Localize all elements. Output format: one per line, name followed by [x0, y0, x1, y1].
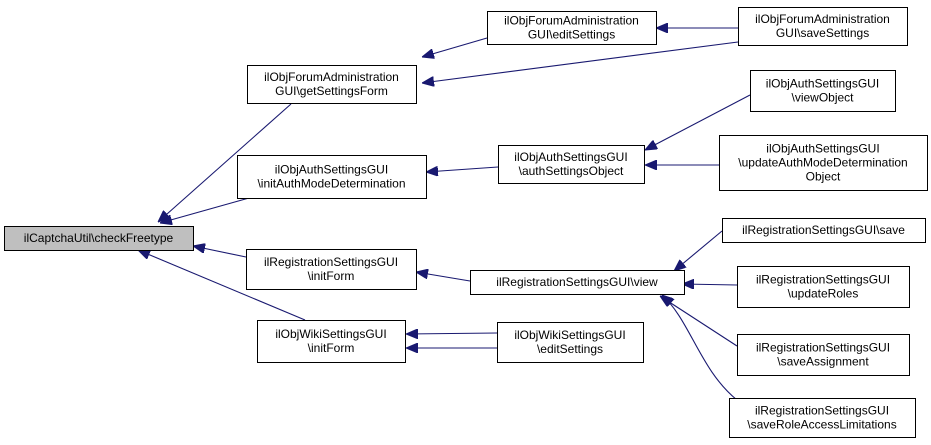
edge-auth_obj-to-auth_init	[426, 167, 499, 172]
edge-forum_edit-to-forum_get	[422, 37, 488, 57]
edge-reg_save-to-reg_view	[674, 230, 723, 271]
node-box	[470, 270, 685, 295]
edge-reg_init-to-root	[193, 246, 247, 258]
edge-auth_view-to-auth_obj	[645, 94, 751, 150]
node-reg-limits[interactable]: ilRegistrationSettingsGUI\saveRoleAccess…	[729, 398, 916, 438]
node-label: \initAuthModeDetermination	[257, 177, 405, 191]
nodes: ilCaptchaUtil\checkFreetype ilObjForumAdm…	[4, 7, 928, 438]
node-label: ilRegistrationSettingsGUI	[756, 341, 890, 355]
node-label: ilObjAuthSettingsGUI	[514, 150, 627, 164]
node-box	[737, 266, 910, 308]
node-label: ilRegistrationSettingsGUI	[756, 273, 890, 287]
edge-reg_view-to-reg_init	[416, 272, 471, 282]
node-label: GUI\getSettingsForm	[275, 84, 388, 98]
edge-reg_limits-to-reg_view	[662, 295, 738, 401]
node-label: \authSettingsObject	[519, 164, 624, 178]
node-label: ilRegistrationSettingsGUI\save	[742, 223, 905, 237]
node-box	[497, 322, 644, 363]
node-box	[737, 334, 910, 376]
node-label: ilObjForumAdministration	[755, 12, 890, 26]
node-box	[722, 218, 926, 243]
node-reg-view[interactable]: ilRegistrationSettingsGUI\view	[470, 270, 685, 295]
node-reg-init[interactable]: ilRegistrationSettingsGUI\initForm	[246, 249, 417, 290]
node-label: GUI\editSettings	[528, 28, 615, 42]
node-box	[4, 226, 194, 251]
node-label: ilObjWikiSettingsGUI	[514, 328, 625, 342]
node-reg-roles[interactable]: ilRegistrationSettingsGUI\updateRoles	[737, 266, 910, 308]
node-label: \saveRoleAccessLimitations	[747, 418, 896, 432]
node-label: ilRegistrationSettingsGUI	[264, 255, 398, 269]
node-label: ilCaptchaUtil\checkFreetype	[24, 231, 174, 245]
node-forum-get[interactable]: ilObjForumAdministrationGUI\getSettingsF…	[247, 65, 417, 104]
node-auth-init[interactable]: ilObjAuthSettingsGUI\initAuthModeDetermi…	[237, 155, 427, 199]
node-label: ilObjForumAdministration	[504, 14, 639, 28]
node-box	[750, 70, 896, 112]
node-reg-save[interactable]: ilRegistrationSettingsGUI\save	[722, 218, 926, 243]
node-label: ilObjWikiSettingsGUI	[275, 327, 386, 341]
node-label: \initForm	[308, 269, 355, 283]
node-label: ilRegistrationSettingsGUI	[755, 404, 889, 418]
edge-auth_init-to-root	[160, 197, 250, 223]
node-label: \viewObject	[791, 91, 854, 105]
node-label: GUI\saveSettings	[776, 26, 869, 40]
node-label: ilObjForumAdministration	[264, 70, 399, 84]
node-box	[246, 249, 417, 290]
node-label: \editSettings	[537, 342, 603, 356]
node-box	[487, 11, 657, 45]
node-box	[247, 65, 417, 104]
node-label: \saveAssignment	[777, 355, 869, 369]
node-auth-update[interactable]: ilObjAuthSettingsGUI\updateAuthModeDeter…	[719, 135, 928, 191]
edge-wiki_init-to-wiki_edit	[406, 333, 498, 334]
node-label: \updateRoles	[788, 287, 859, 301]
edge-reg_assign-to-reg_view	[660, 296, 738, 347]
node-label: ilObjAuthSettingsGUI	[275, 163, 388, 177]
node-label: ilObjAuthSettingsGUI	[766, 77, 879, 91]
node-auth-view[interactable]: ilObjAuthSettingsGUI\viewObject	[750, 70, 896, 112]
node-root[interactable]: ilCaptchaUtil\checkFreetype	[4, 226, 194, 251]
node-label: \initForm	[308, 341, 355, 355]
node-box	[257, 320, 406, 363]
node-auth-obj[interactable]: ilObjAuthSettingsGUI\authSettingsObject	[498, 145, 645, 184]
node-box	[719, 135, 928, 191]
node-label: ilRegistrationSettingsGUI\view	[496, 275, 658, 289]
node-label: Object	[806, 170, 841, 184]
node-label: ilObjAuthSettingsGUI	[766, 142, 879, 156]
edge-forum_save-to-forum_get	[422, 41, 739, 83]
node-label: \updateAuthModeDetermination	[738, 156, 907, 170]
node-box	[729, 398, 916, 438]
edge-wiki_init-to-root	[138, 249, 306, 321]
node-wiki-init[interactable]: ilObjWikiSettingsGUI\initForm	[257, 320, 406, 363]
node-wiki-edit[interactable]: ilObjWikiSettingsGUI\editSettings	[497, 322, 644, 363]
edges	[138, 28, 751, 401]
node-box	[738, 7, 908, 46]
node-box	[498, 145, 645, 184]
edge-reg_roles-to-reg_view	[682, 284, 738, 285]
edge-forum_get-to-root	[158, 103, 292, 222]
node-reg-assign[interactable]: ilRegistrationSettingsGUI\saveAssignment	[737, 334, 910, 376]
node-box	[237, 155, 427, 199]
